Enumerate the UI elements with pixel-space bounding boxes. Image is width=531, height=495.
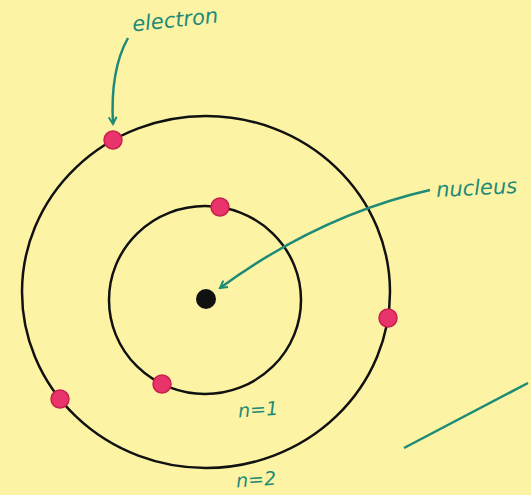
- orbit-label: n=2: [235, 469, 276, 491]
- orbit-label: n=1: [237, 399, 278, 421]
- leader-arrow: [113, 38, 128, 124]
- electron-dot: [153, 375, 171, 393]
- electron-dot: [104, 131, 122, 149]
- electron-dot: [51, 390, 69, 408]
- nucleus-dot: [196, 289, 216, 309]
- electron-dot: [379, 309, 397, 327]
- label-text: nucleus: [436, 176, 518, 201]
- outer-orbit: [22, 116, 390, 468]
- leader-arrow: [220, 190, 430, 288]
- label-text: electron: [131, 6, 219, 36]
- leader-line: [404, 383, 528, 448]
- electron-dot: [211, 198, 229, 216]
- inner-orbit: [109, 206, 301, 394]
